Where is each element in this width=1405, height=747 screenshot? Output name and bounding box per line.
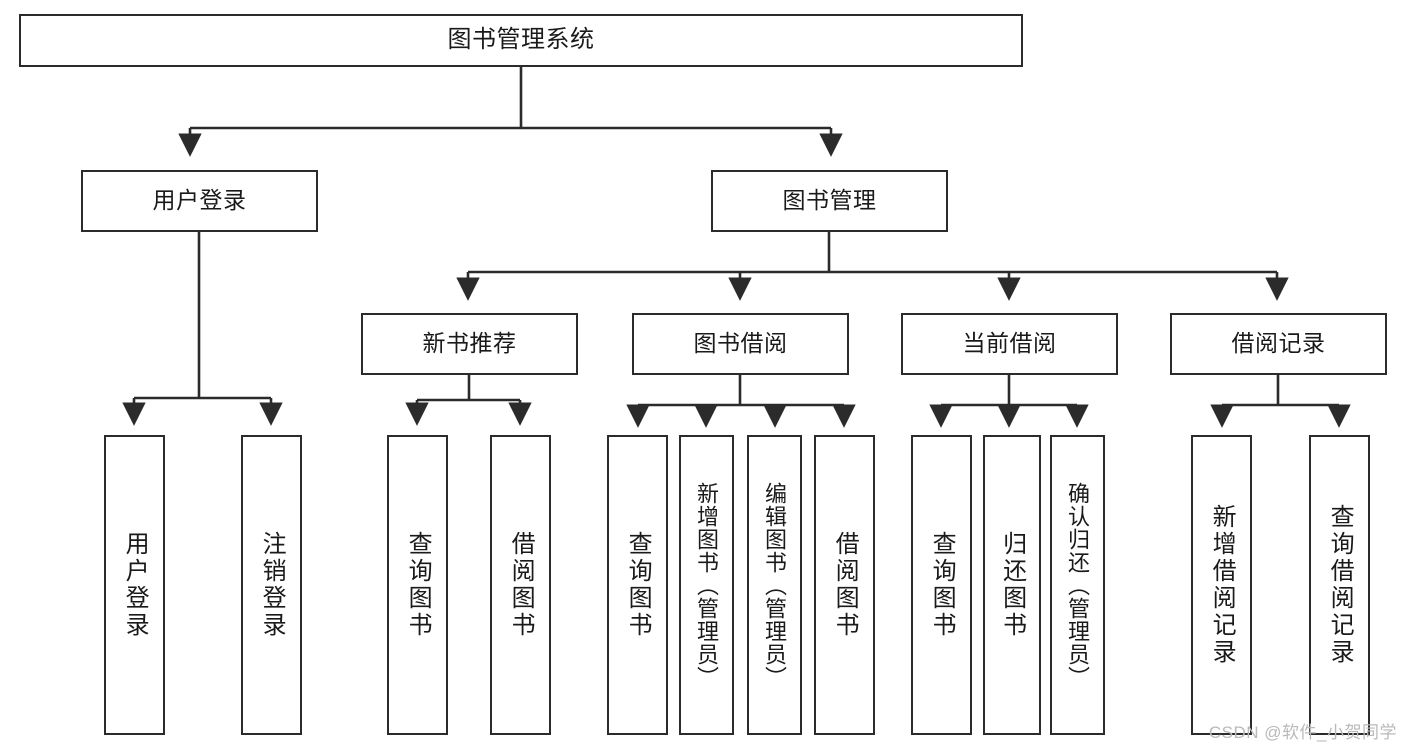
leaf-borrow-book[interactable]: 借阅图书 bbox=[814, 435, 875, 735]
leaf-edit-book-admin[interactable]: 编辑图书（管理员） bbox=[747, 435, 802, 735]
leaf-borrow-book-recommend[interactable]: 借阅图书 bbox=[490, 435, 551, 735]
node-label: 借阅图书 bbox=[507, 531, 535, 639]
leaf-search-book-recommend[interactable]: 查询图书 bbox=[387, 435, 448, 735]
node-label: 确认归还（管理员） bbox=[1065, 481, 1091, 689]
leaf-search-book-current[interactable]: 查询图书 bbox=[911, 435, 972, 735]
node-label: 借阅记录 bbox=[1231, 330, 1326, 357]
leaf-user-login[interactable]: 用户登录 bbox=[104, 435, 165, 735]
leaf-logout[interactable]: 注销登录 bbox=[241, 435, 302, 735]
node-label: 新增图书（管理员） bbox=[694, 481, 720, 689]
csdn-watermark: CSDN @软件_小贺同学 bbox=[1208, 723, 1397, 742]
node-borrow-record[interactable]: 借阅记录 bbox=[1170, 313, 1387, 375]
node-label: 当前借阅 bbox=[962, 330, 1057, 357]
node-current-borrow[interactable]: 当前借阅 bbox=[901, 313, 1118, 375]
node-new-book-recommend[interactable]: 新书推荐 bbox=[361, 313, 578, 375]
node-book-management[interactable]: 图书管理 bbox=[711, 170, 948, 232]
leaf-add-book-admin[interactable]: 新增图书（管理员） bbox=[679, 435, 734, 735]
node-label: 用户登录 bbox=[121, 531, 149, 639]
node-user-login[interactable]: 用户登录 bbox=[81, 170, 318, 232]
leaf-add-borrow-record[interactable]: 新增借阅记录 bbox=[1191, 435, 1252, 735]
node-label: 新增借阅记录 bbox=[1208, 504, 1236, 666]
node-root-system[interactable]: 图书管理系统 bbox=[19, 14, 1023, 67]
node-label: 图书借阅 bbox=[693, 330, 788, 357]
leaf-search-book-borrow[interactable]: 查询图书 bbox=[607, 435, 668, 735]
node-label: 用户登录 bbox=[152, 187, 247, 214]
node-label: 查询借阅记录 bbox=[1326, 504, 1354, 666]
leaf-confirm-return-admin[interactable]: 确认归还（管理员） bbox=[1050, 435, 1105, 735]
node-label: 图书管理系统 bbox=[447, 26, 595, 54]
node-label: 图书管理 bbox=[782, 187, 877, 214]
node-label: 查询图书 bbox=[404, 531, 432, 639]
node-label: 新书推荐 bbox=[422, 330, 517, 357]
node-label: 查询图书 bbox=[928, 531, 956, 639]
leaf-return-book[interactable]: 归还图书 bbox=[983, 435, 1041, 735]
node-label: 借阅图书 bbox=[831, 531, 859, 639]
node-label: 归还图书 bbox=[998, 531, 1026, 639]
node-label: 注销登录 bbox=[258, 531, 286, 639]
leaf-search-borrow-record[interactable]: 查询借阅记录 bbox=[1309, 435, 1370, 735]
node-label: 查询图书 bbox=[624, 531, 652, 639]
node-label: 编辑图书（管理员） bbox=[762, 481, 788, 689]
node-book-borrow[interactable]: 图书借阅 bbox=[632, 313, 849, 375]
